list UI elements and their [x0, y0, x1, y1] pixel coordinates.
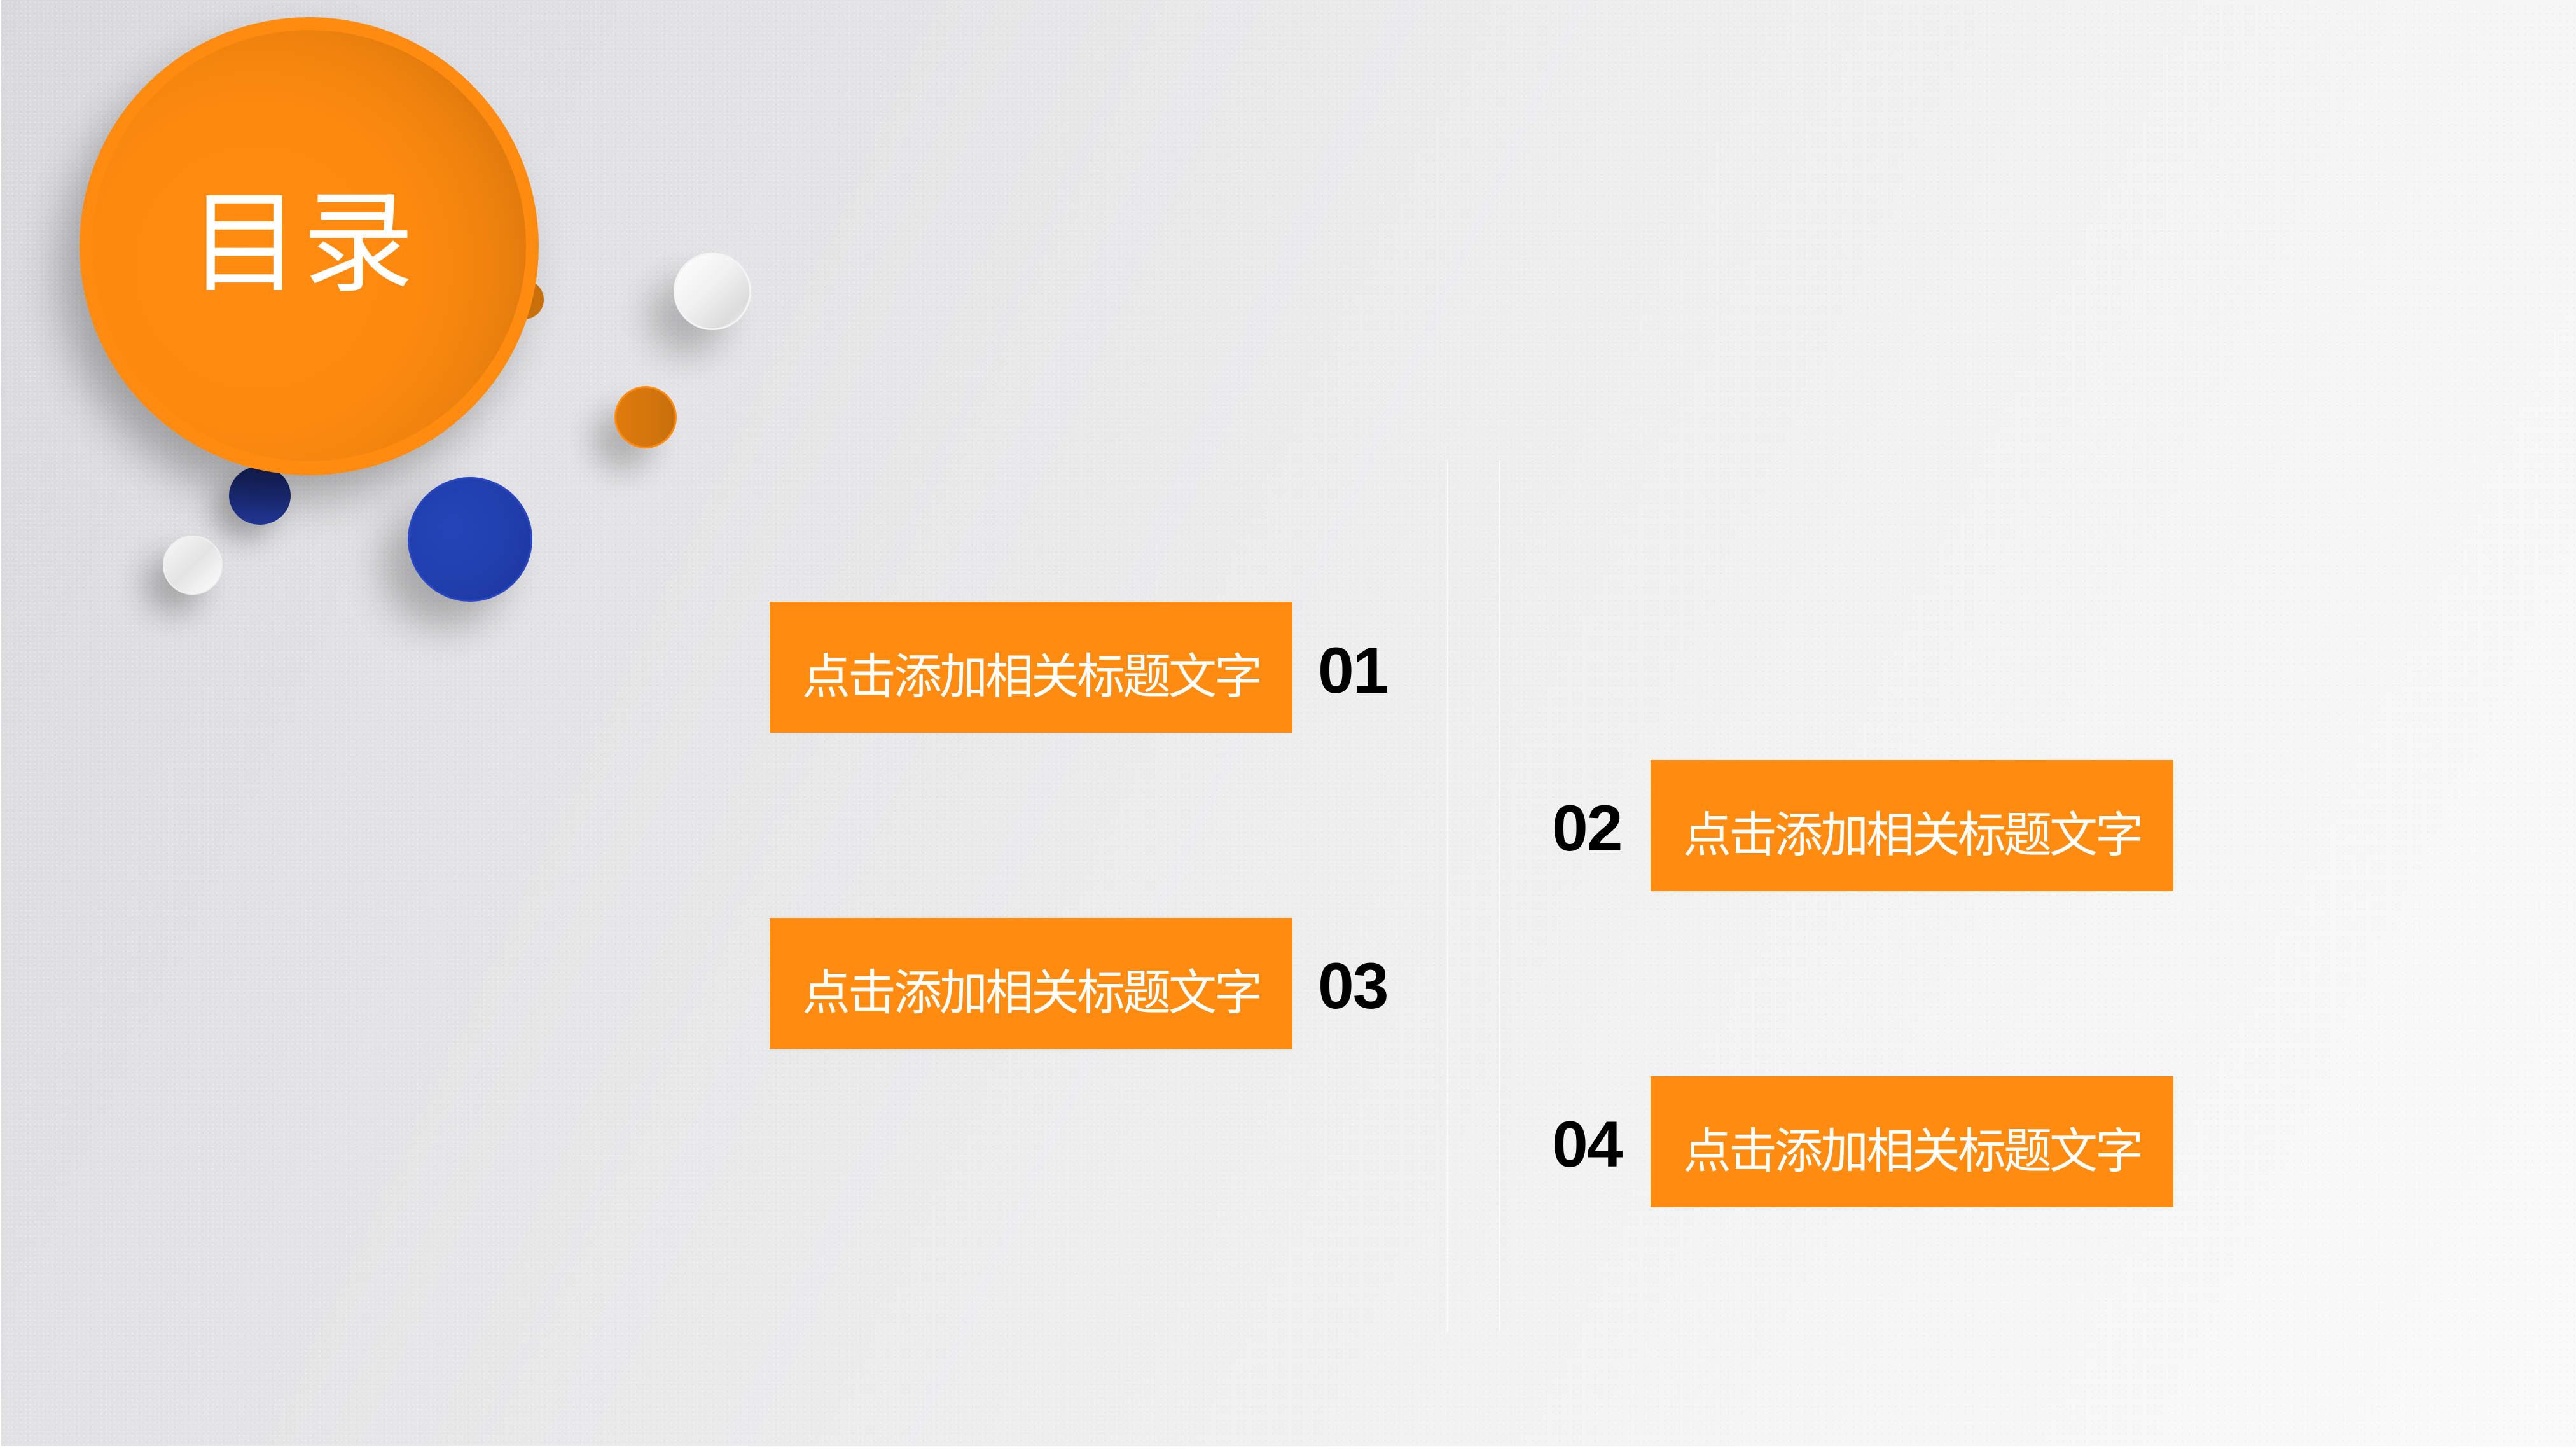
toc-item-3-number: 03 — [1318, 950, 1388, 1022]
blue-circle-icon — [408, 477, 532, 602]
navy-circle-icon — [229, 466, 291, 525]
white-circle-top-icon — [674, 253, 751, 330]
page-title: 目录 — [189, 179, 417, 309]
title-circle-inner — [92, 30, 526, 461]
toc-item-4-number: 04 — [1552, 1108, 1623, 1181]
center-divider-right — [1499, 460, 1500, 1331]
toc-item-4-title[interactable]: 点击添加相关标题文字 — [1651, 1076, 2173, 1207]
toc-item-1-title[interactable]: 点击添加相关标题文字 — [770, 602, 1292, 733]
toc-item-1-number: 01 — [1318, 634, 1388, 707]
small-orange-circle-icon — [614, 386, 677, 448]
title-circle: 目录 — [80, 17, 539, 475]
toc-item-3-title[interactable]: 点击添加相关标题文字 — [770, 918, 1292, 1049]
toc-item-2-title[interactable]: 点击添加相关标题文字 — [1651, 760, 2173, 891]
center-divider-left — [1447, 460, 1448, 1331]
white-circle-bottom-icon — [163, 536, 223, 595]
toc-item-2-number: 02 — [1552, 792, 1623, 864]
